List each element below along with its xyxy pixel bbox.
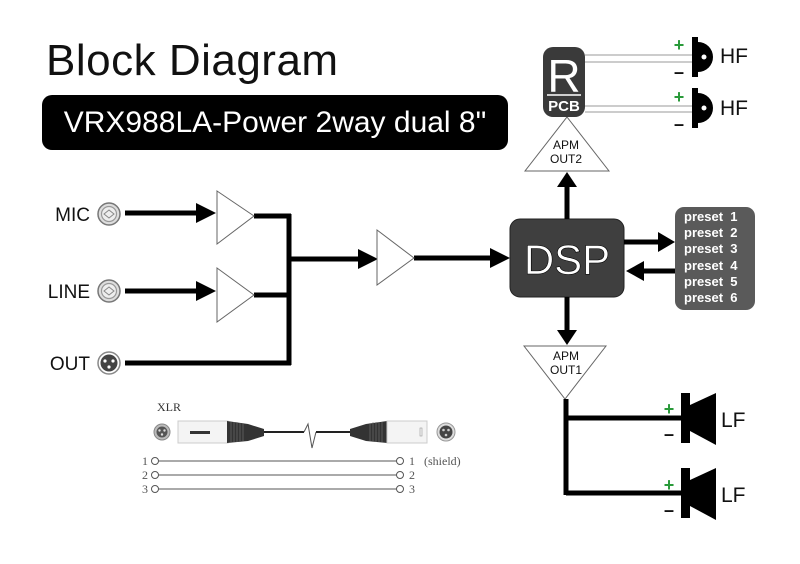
xlr-pin-wiring <box>151 457 404 493</box>
preset-item: preset 5 <box>684 274 737 289</box>
preset-item: preset 1 <box>684 209 737 224</box>
preset-arrows <box>624 232 675 281</box>
xlr-pin-right: 2 <box>409 468 415 482</box>
preset-item: preset 4 <box>684 258 738 273</box>
line-preamp-triangle <box>216 267 255 323</box>
hf-minus-1: – <box>674 62 684 82</box>
xlr-pin-right: 3 <box>409 482 415 496</box>
xlr-cable-label: XLR <box>157 400 181 414</box>
preset-item: preset 6 <box>684 290 737 305</box>
down-arrow-icon <box>557 330 577 345</box>
preset-item: preset 2 <box>684 225 737 240</box>
lf-minus-1: – <box>664 424 674 444</box>
hf-minus-2: – <box>674 114 684 134</box>
hf-tweeter-2-icon <box>692 88 713 128</box>
lf-label-2: LF <box>721 484 746 507</box>
apm-out2-triangle <box>523 116 611 172</box>
lf-plus-2: + <box>664 475 675 495</box>
apm-out2-line2: OUT2 <box>550 152 582 166</box>
model-subtitle-banner: VRX988LA-Power 2way dual 8" <box>42 95 508 150</box>
input-label-out: OUT <box>50 354 91 375</box>
r-pcb-block <box>543 47 585 117</box>
input-label-mic: MIC <box>55 205 90 226</box>
lf-wires <box>563 399 682 496</box>
preset-list: preset 1 preset 2 preset 3 preset 4 pres… <box>684 209 738 305</box>
r-pcb-letter: R <box>547 50 580 102</box>
lf-woofer-2-icon <box>681 468 716 520</box>
lf-minus-2: – <box>664 500 674 520</box>
apm-out1-line1: APM <box>553 349 579 363</box>
hf-tweeter-1-icon <box>692 37 713 77</box>
apm-out2-line1: APM <box>553 138 579 152</box>
dsp-label: DSP <box>524 236 610 283</box>
xlr-pin-left: 2 <box>142 468 148 482</box>
xlr-pin-left: 1 <box>142 454 148 468</box>
mic-preamp-triangle <box>216 190 255 246</box>
presets-panel <box>675 207 755 310</box>
r-pcb-label: PCB <box>548 98 580 115</box>
lf-woofer-1-icon <box>681 393 716 445</box>
input-label-line: LINE <box>48 282 90 303</box>
up-arrow-icon <box>557 172 577 187</box>
hf-label-1: HF <box>720 45 748 68</box>
apm-out1-triangle <box>522 345 608 400</box>
line-combo-jack-icon <box>97 279 121 303</box>
mixer-amp-triangle <box>376 228 415 286</box>
xlr-cable-icon <box>153 420 456 449</box>
xlr-pin-left: 3 <box>142 482 148 496</box>
out-xlr-connector-icon <box>97 351 121 375</box>
mic-combo-jack-icon <box>97 202 121 226</box>
diagram-title: Block Diagram <box>46 36 339 85</box>
preset-item: preset 3 <box>684 241 737 256</box>
lf-label-1: LF <box>721 409 746 432</box>
xlr-pin-right: 1 <box>409 454 415 468</box>
hf-label-2: HF <box>720 97 748 120</box>
signal-lines <box>125 203 510 366</box>
lf-plus-1: + <box>664 399 675 419</box>
xlr-shield-note: (shield) <box>424 454 461 468</box>
hf-plus-1: + <box>674 35 685 55</box>
hf-plus-2: + <box>674 87 685 107</box>
apm-out1-line2: OUT1 <box>550 363 582 377</box>
hf-wires <box>585 54 694 113</box>
